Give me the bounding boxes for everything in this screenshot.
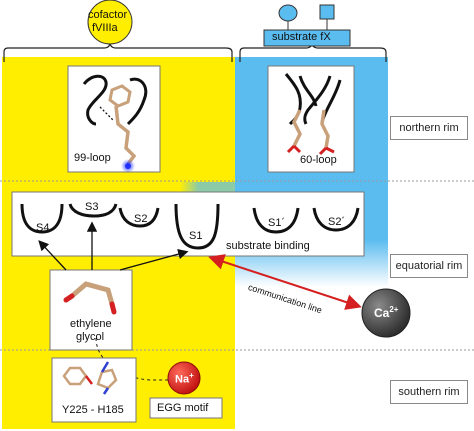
southern-rim-label: southern rim (390, 380, 468, 404)
substrate-label-box (263, 29, 351, 47)
calcium-label: Ca2+ (374, 305, 398, 320)
s2-label: S2 (134, 213, 148, 225)
loop99-backbone-left (82, 74, 108, 126)
s3-pocket (68, 203, 118, 218)
equatorial-rim-label: equatorial rim (390, 254, 468, 278)
sodium-ion (167, 361, 201, 395)
substrate-label: substrate fX (272, 31, 331, 43)
northern-rim-label: northern rim (390, 116, 468, 140)
substrate-binding-label: substrate binding (226, 240, 310, 252)
communication-line (208, 254, 362, 310)
calcium-symbol: Ca (374, 306, 390, 320)
cofactor-label-line1: cofactor (88, 9, 128, 21)
s2prime-label: S2´ (328, 216, 346, 228)
loop99-backbone-right (126, 77, 148, 126)
residue-panel (51, 357, 137, 423)
loop99-aromatic-ring (108, 84, 132, 108)
cofactor-circle (87, 0, 133, 45)
s1-label: S1 (189, 230, 203, 242)
loop60-backbone (284, 73, 342, 126)
histidine-ring (96, 368, 118, 390)
calcium-ion (361, 288, 411, 338)
s2-pocket (118, 207, 160, 228)
s1prime-pocket (252, 207, 300, 234)
substrate-square (319, 4, 335, 20)
s4-label: S4 (36, 222, 50, 234)
substrate-oval (278, 4, 298, 22)
sodium-label: Na+ (175, 371, 194, 386)
sodium-symbol: Na (175, 373, 190, 386)
egg-motif-label: EGG motif (157, 402, 209, 414)
loop99-label: 99-loop (74, 152, 111, 164)
loop60-label: 60-loop (300, 154, 337, 166)
cofactor-label-line2: fVIIIa (92, 22, 118, 34)
s3-label: S3 (85, 201, 99, 213)
loop60-sidechain-left (292, 109, 302, 147)
s4-pocket (20, 203, 64, 234)
s1prime-label: S1´ (268, 217, 286, 229)
loop99-sidechain (114, 105, 137, 166)
s1-pocket (174, 203, 220, 250)
s2prime-pocket (312, 207, 360, 232)
residues-label: Y225 - H185 (62, 404, 124, 416)
sodium-charge: + (189, 371, 194, 380)
egg-motif-box (149, 397, 223, 419)
glycol-label-line2: glycol (76, 331, 105, 343)
glycol-label-line1: ethylene (70, 318, 112, 330)
calcium-charge: 2+ (389, 305, 399, 314)
loop60-sidechain-right (320, 109, 330, 149)
glycol-molecule (69, 281, 115, 307)
arrow-to-s4 (38, 240, 67, 271)
arrow-to-s1 (119, 249, 189, 271)
